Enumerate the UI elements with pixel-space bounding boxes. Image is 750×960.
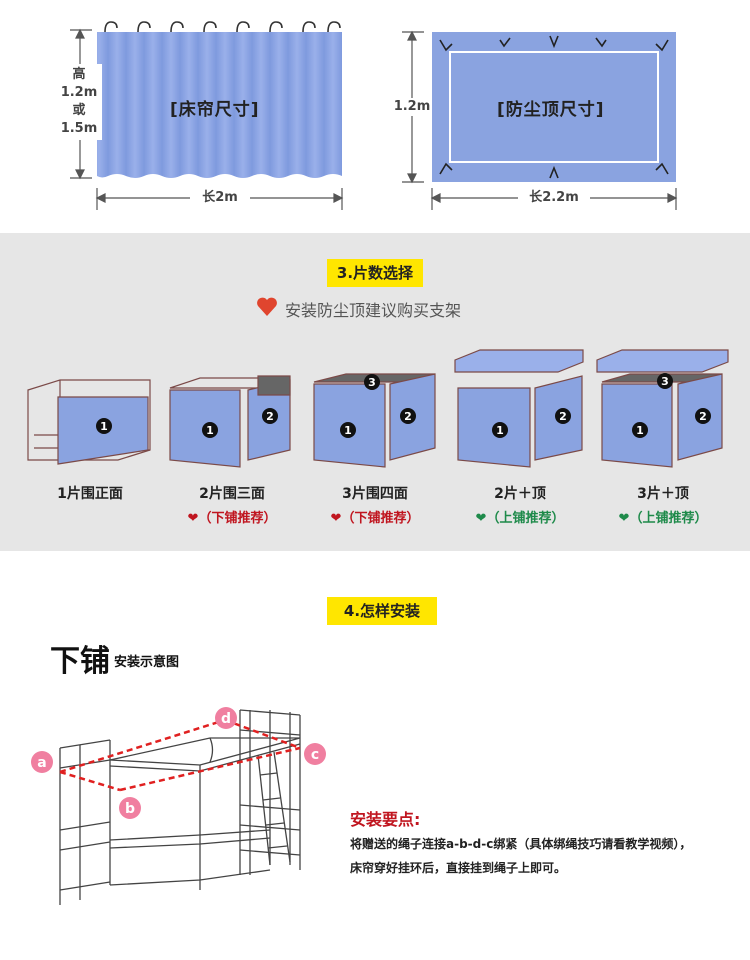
dust-top-diagram <box>402 30 678 210</box>
curtain-width-label: 长2m <box>190 189 250 207</box>
section3-tag: 3.片数选择 <box>327 259 423 287</box>
svg-text:2: 2 <box>559 410 567 423</box>
install-diagram-subtitle: 安装示意图 <box>114 655 180 670</box>
option-recommend-5: ❤（上铺推荐） <box>618 511 708 526</box>
badge-1: 1 <box>202 422 218 438</box>
piece-option-illustrations: 1 1 2 3 1 2 1 2 3 1 2 <box>27 349 729 468</box>
option-recommend-3: ❤（下铺推荐） <box>330 511 420 526</box>
svg-text:1: 1 <box>206 424 214 437</box>
badge-2: 2 <box>262 408 278 424</box>
option-label-5: 3片＋顶 <box>637 486 689 502</box>
badge-2: 2 <box>695 408 711 424</box>
point-d: d <box>215 707 237 729</box>
heart-icon <box>256 297 280 317</box>
point-c: c <box>304 743 326 765</box>
option-recommend-2: ❤（下铺推荐） <box>187 511 277 526</box>
svg-text:b: b <box>125 801 135 817</box>
svg-text:1: 1 <box>344 424 352 437</box>
svg-text:3: 3 <box>368 376 376 389</box>
badge-2: 2 <box>400 408 416 424</box>
svg-text:1: 1 <box>636 424 644 437</box>
size-diagrams <box>70 21 678 210</box>
point-b: b <box>119 797 141 819</box>
svg-text:a: a <box>37 755 46 771</box>
badge-1: 1 <box>340 422 356 438</box>
section3-subtitle: 安装防尘顶建议购买支架 <box>285 301 462 320</box>
option5-illustration <box>596 349 729 468</box>
install-notes-body: 将赠送的绳子连接a-b-d-c绑紧（具体绑绳技巧请看教学视频），床帘穿好挂环后，… <box>350 837 692 875</box>
curtain-size-title: [床帘尺寸] <box>170 100 260 120</box>
heart-icon: ❤ <box>475 511 487 526</box>
badge-1: 1 <box>632 422 648 438</box>
install-notes-heading: 安装要点: <box>350 810 421 829</box>
badge-3: 3 <box>364 374 380 390</box>
option-recommend-4: ❤（上铺推荐） <box>475 511 565 526</box>
svg-text:1: 1 <box>100 420 108 433</box>
curtain-height-label: 高 1.2m 或 1.5m <box>60 67 98 136</box>
bunk-bed-diagram: a b c d <box>31 707 326 905</box>
svg-text:2: 2 <box>404 410 412 423</box>
svg-text:c: c <box>311 747 319 763</box>
svg-text:1: 1 <box>496 424 504 437</box>
option-label-1: 1片围正面 <box>57 486 123 502</box>
top-size-title: [防尘顶尺寸] <box>497 100 605 120</box>
svg-text:2: 2 <box>266 410 274 423</box>
badge-1: 1 <box>492 422 508 438</box>
heart-icon: ❤ <box>330 511 342 526</box>
option4-illustration <box>454 349 584 468</box>
badge-2: 2 <box>555 408 571 424</box>
option-label-3: 3片围四面 <box>342 486 408 502</box>
option1-illustration <box>27 379 151 465</box>
section4-tag: 4.怎样安装 <box>327 597 437 625</box>
option-label-4: 2片＋顶 <box>494 486 546 502</box>
badge-3: 3 <box>657 373 673 389</box>
option-label-2: 2片围三面 <box>199 486 265 502</box>
svg-text:3: 3 <box>661 375 669 388</box>
point-a: a <box>31 751 53 773</box>
svg-text:2: 2 <box>699 410 707 423</box>
heart-icon: ❤ <box>187 511 199 526</box>
lower-bunk-title: 下铺 <box>50 644 110 679</box>
top-height-label: 1.2m <box>392 98 432 116</box>
svg-text:d: d <box>221 711 231 727</box>
heart-icon: ❤ <box>618 511 630 526</box>
badge-1: 1 <box>96 418 112 434</box>
top-width-label: 长2.2m <box>518 189 590 207</box>
